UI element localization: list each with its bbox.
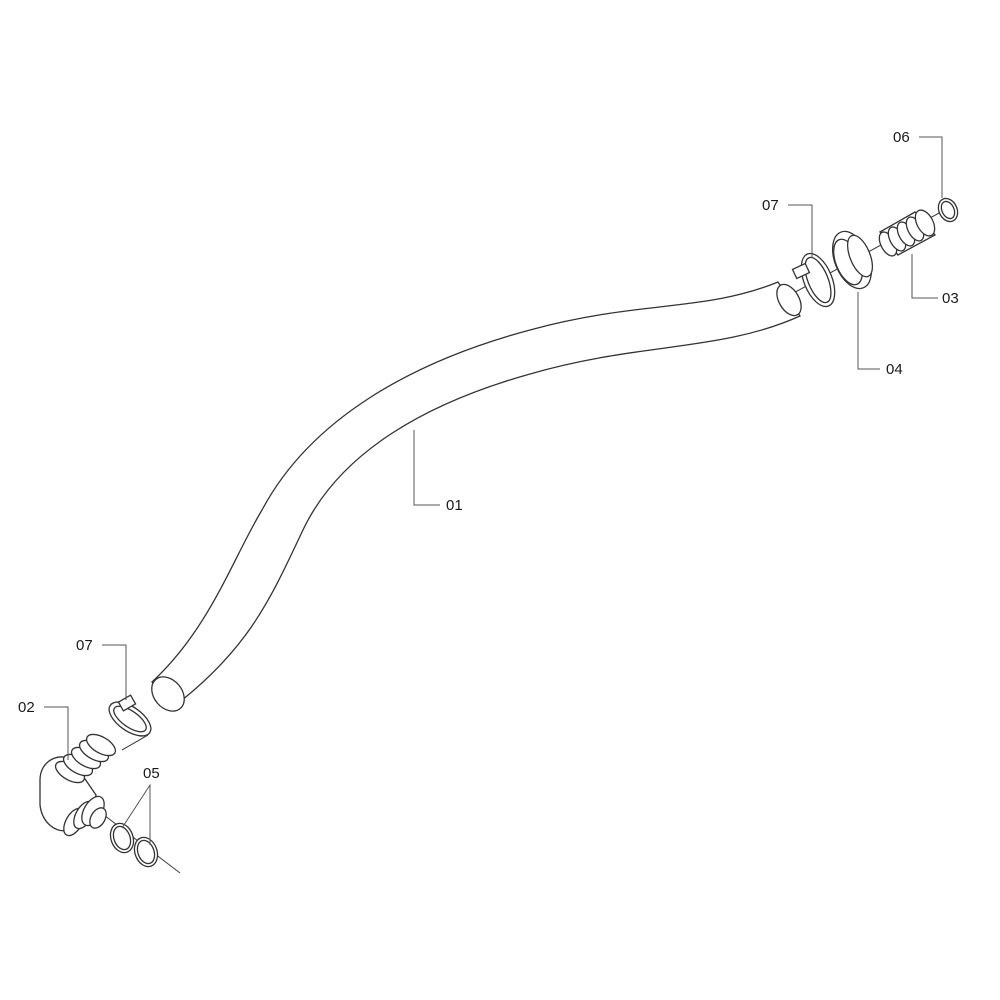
part-05-o-ring-pair bbox=[109, 822, 159, 868]
label-01: 01 bbox=[446, 497, 463, 514]
label-07-left: 07 bbox=[76, 637, 93, 654]
part-03-straight-fitting bbox=[878, 209, 937, 257]
label-04: 04 bbox=[886, 361, 903, 378]
label-07-right: 07 bbox=[762, 197, 779, 214]
assembly-axis-lines bbox=[99, 206, 951, 874]
part-06-o-ring bbox=[937, 197, 959, 223]
part-07-clamp-left bbox=[108, 694, 152, 737]
label-05: 05 bbox=[143, 765, 160, 782]
label-06: 06 bbox=[893, 129, 910, 146]
label-03: 03 bbox=[942, 290, 959, 307]
label-02: 02 bbox=[18, 699, 35, 716]
part-04-nut bbox=[831, 230, 874, 290]
part-07-clamp-right bbox=[791, 252, 836, 308]
part-01-hose bbox=[151, 281, 802, 712]
part-02-elbow-fitting bbox=[39, 733, 117, 837]
leader-lines bbox=[44, 136, 943, 845]
